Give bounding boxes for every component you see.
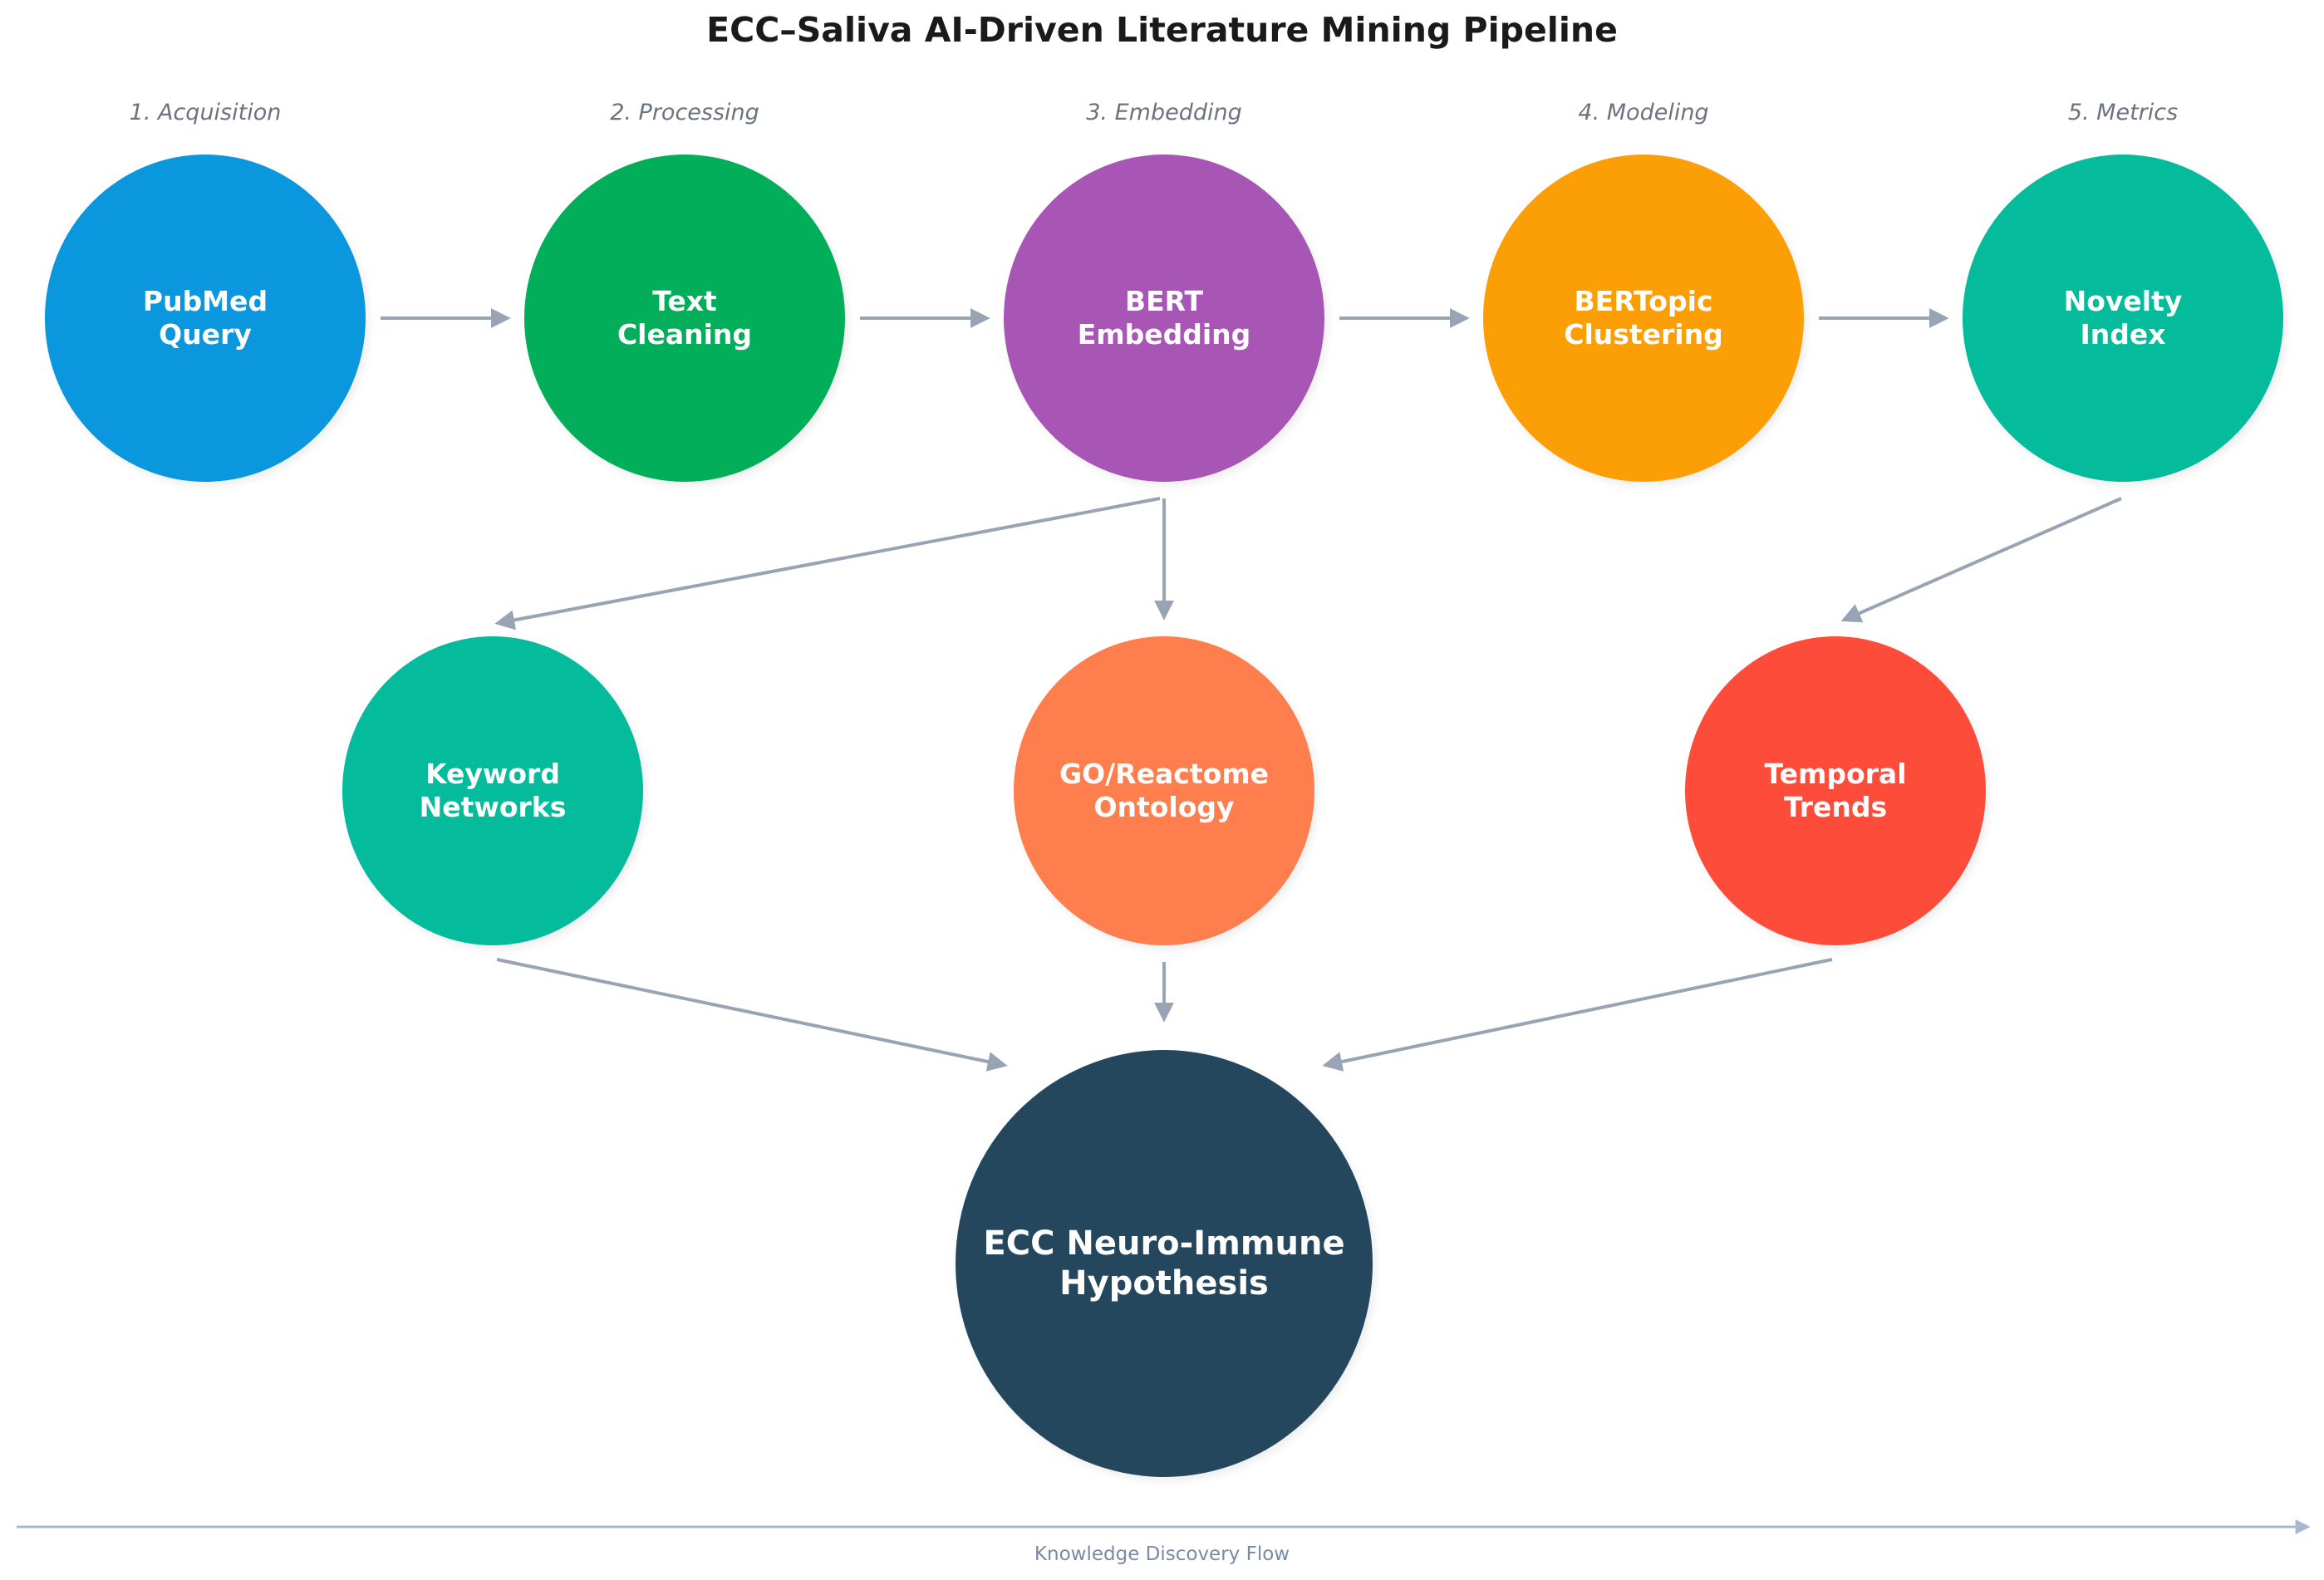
- node-label: BERT Embedding: [1077, 285, 1251, 351]
- stage-label-acquisition: 1. Acquisition: [129, 100, 282, 125]
- stage-label-processing: 2. Processing: [610, 100, 759, 125]
- arrow-keyword-to-hypothesis: [496, 958, 1008, 1072]
- stage-label-modeling: 4. Modeling: [1578, 100, 1709, 125]
- node-label: PubMed Query: [142, 285, 268, 351]
- node-label: ECC Neuro-Immune Hypothesis: [983, 1224, 1345, 1303]
- stage-label-metrics: 5. Metrics: [2067, 100, 2179, 125]
- stage-label-embedding: 3. Embedding: [1086, 100, 1242, 125]
- node-novelty-index: Novelty Index: [1963, 155, 2283, 482]
- node-text-cleaning: Text Cleaning: [524, 155, 845, 482]
- knowledge-flow-label: Knowledge Discovery Flow: [1034, 1543, 1290, 1565]
- arrow-novelty-to-temporal: [1840, 497, 2122, 623]
- node-go-reactome-ontology: GO/Reactome Ontology: [1014, 636, 1314, 945]
- node-bert-embedding: BERT Embedding: [1004, 155, 1324, 482]
- node-label: Keyword Networks: [419, 758, 567, 823]
- node-bertopic-clustering: BERTopic Clustering: [1483, 155, 1804, 482]
- node-temporal-trends: Temporal Trends: [1685, 636, 1986, 945]
- arrow-temporal-to-hypothesis: [1322, 958, 1833, 1072]
- node-label: Text Cleaning: [617, 285, 753, 351]
- node-label: Temporal Trends: [1764, 758, 1907, 823]
- diagram-title: ECC–Saliva AI-Driven Literature Mining P…: [706, 10, 1618, 50]
- node-keyword-networks: Keyword Networks: [342, 636, 643, 945]
- node-label: GO/Reactome Ontology: [1059, 758, 1270, 823]
- node-label: Novelty Index: [2063, 285, 2183, 351]
- node-label: BERTopic Clustering: [1564, 285, 1723, 351]
- node-ecc-neuro-immune-hypothesis: ECC Neuro-Immune Hypothesis: [956, 1050, 1373, 1477]
- arrow-bert-to-keyword: [494, 497, 1161, 631]
- node-pubmed-query: PubMed Query: [45, 155, 366, 482]
